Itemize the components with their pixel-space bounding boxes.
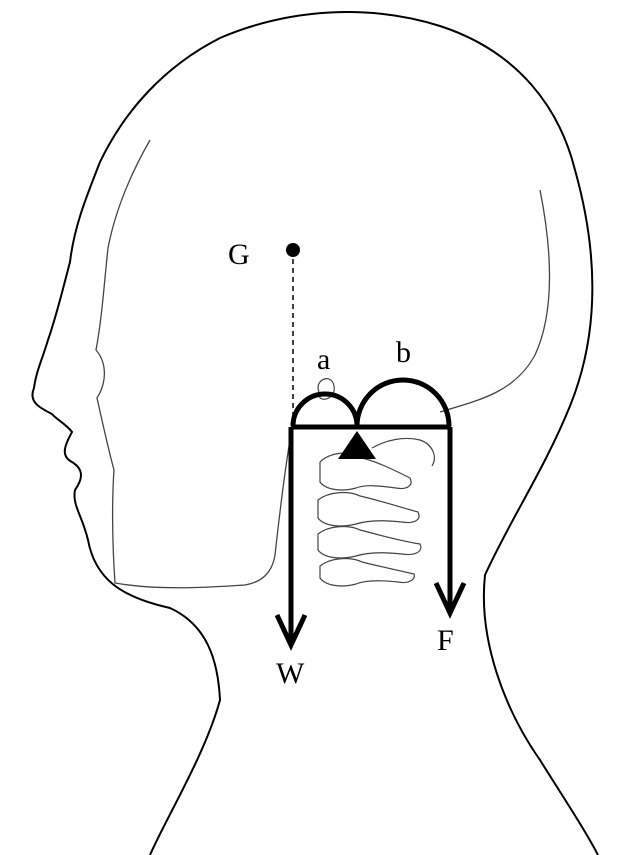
vertebra-c4 xyxy=(317,525,422,559)
weight-arrow xyxy=(274,427,308,651)
center-of-gravity-dot xyxy=(286,243,300,257)
label-f: F xyxy=(437,624,454,657)
cervical-vertebrae xyxy=(317,378,435,587)
skull-contour xyxy=(95,139,291,589)
label-w: W xyxy=(276,657,305,690)
label-g: G xyxy=(228,238,250,271)
vertebra-c3 xyxy=(317,491,420,527)
vertebra-c1 xyxy=(317,378,335,400)
dimension-arc-a xyxy=(290,391,360,427)
occipital-contour xyxy=(439,189,551,413)
label-a: a xyxy=(317,343,330,376)
label-b: b xyxy=(396,336,411,369)
force-arrowhead xyxy=(433,581,467,619)
weight-arrowhead xyxy=(274,613,308,651)
vertebra-arch xyxy=(371,437,435,467)
head-outline xyxy=(31,11,599,855)
fulcrum-triangle xyxy=(338,431,376,459)
vertebra-c5 xyxy=(319,557,415,587)
dimension-arc-b xyxy=(354,377,452,427)
force-arrow xyxy=(433,427,467,619)
